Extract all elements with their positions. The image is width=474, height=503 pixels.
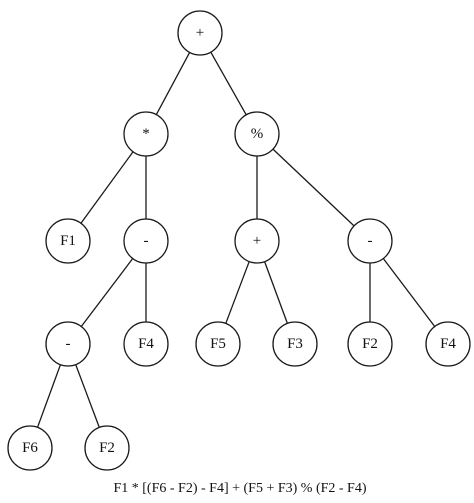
- tree-edges: [36, 51, 436, 428]
- tree-node-circle: [84, 425, 130, 471]
- tree-edge-sub1-sub2: [80, 258, 134, 327]
- tree-node-f2a: F2: [84, 425, 130, 471]
- tree-node-label: F3: [287, 336, 303, 352]
- tree-node-circle: [7, 425, 53, 471]
- tree-node-circle: [234, 218, 280, 264]
- tree-node-circle: [123, 218, 169, 264]
- tree-node-label: F1: [60, 233, 76, 249]
- tree-node-f4b: F4: [425, 321, 471, 367]
- tree-node-circle: [123, 111, 169, 157]
- tree-node-circle: [177, 10, 223, 56]
- tree-node-label: -: [368, 233, 373, 249]
- tree-node-circle: [347, 321, 393, 367]
- tree-node-sub3: -: [347, 218, 393, 264]
- tree-node-sub2: -: [45, 321, 91, 367]
- tree-node-f3: F3: [272, 321, 318, 367]
- tree-node-label: -: [66, 336, 71, 352]
- tree-node-label: +: [253, 233, 261, 249]
- tree-node-f4a: F4: [123, 321, 169, 367]
- tree-node-circle: [425, 321, 471, 367]
- tree-node-root: +: [177, 10, 223, 56]
- tree-node-label: F6: [22, 440, 38, 456]
- tree-edge-plus2-f5: [225, 261, 250, 324]
- tree-node-f6: F6: [7, 425, 53, 471]
- tree-node-circle: [234, 111, 280, 157]
- tree-edge-root-mul: [155, 52, 191, 115]
- expression-caption: F1 * [(F6 - F2) - F4] + (F5 + F3) % (F2 …: [113, 481, 366, 496]
- tree-node-f5: F5: [195, 321, 241, 367]
- tree-node-f2b: F2: [347, 321, 393, 367]
- tree-node-label: -: [144, 233, 149, 249]
- tree-node-circle: [45, 321, 91, 367]
- tree-edge-sub2-f2a: [75, 364, 100, 428]
- tree-node-label: +: [196, 25, 204, 41]
- tree-node-mod: %: [234, 111, 280, 157]
- tree-node-f1: F1: [45, 218, 91, 264]
- tree-edge-mod-sub3: [272, 148, 355, 227]
- tree-node-circle: [195, 321, 241, 367]
- tree-node-plus2: +: [234, 218, 280, 264]
- tree-edge-sub3-f4b: [382, 258, 436, 327]
- tree-node-sub1: -: [123, 218, 169, 264]
- tree-edge-plus2-f3: [264, 261, 288, 324]
- tree-edge-sub2-f6: [36, 364, 62, 428]
- tree-node-label: F5: [210, 336, 226, 352]
- tree-node-circle: [45, 218, 91, 264]
- tree-node-label: F4: [440, 336, 456, 352]
- tree-node-circle: [272, 321, 318, 367]
- tree-node-label: *: [142, 126, 150, 142]
- tree-edge-mul-f1: [80, 151, 134, 224]
- tree-node-circle: [123, 321, 169, 367]
- tree-edge-root-mod: [210, 51, 247, 116]
- tree-node-label: F2: [362, 336, 378, 352]
- tree-node-label: %: [251, 126, 264, 142]
- tree-node-circle: [347, 218, 393, 264]
- tree-node-label: F2: [99, 440, 115, 456]
- tree-node-mul: *: [123, 111, 169, 157]
- tree-node-label: F4: [138, 336, 154, 352]
